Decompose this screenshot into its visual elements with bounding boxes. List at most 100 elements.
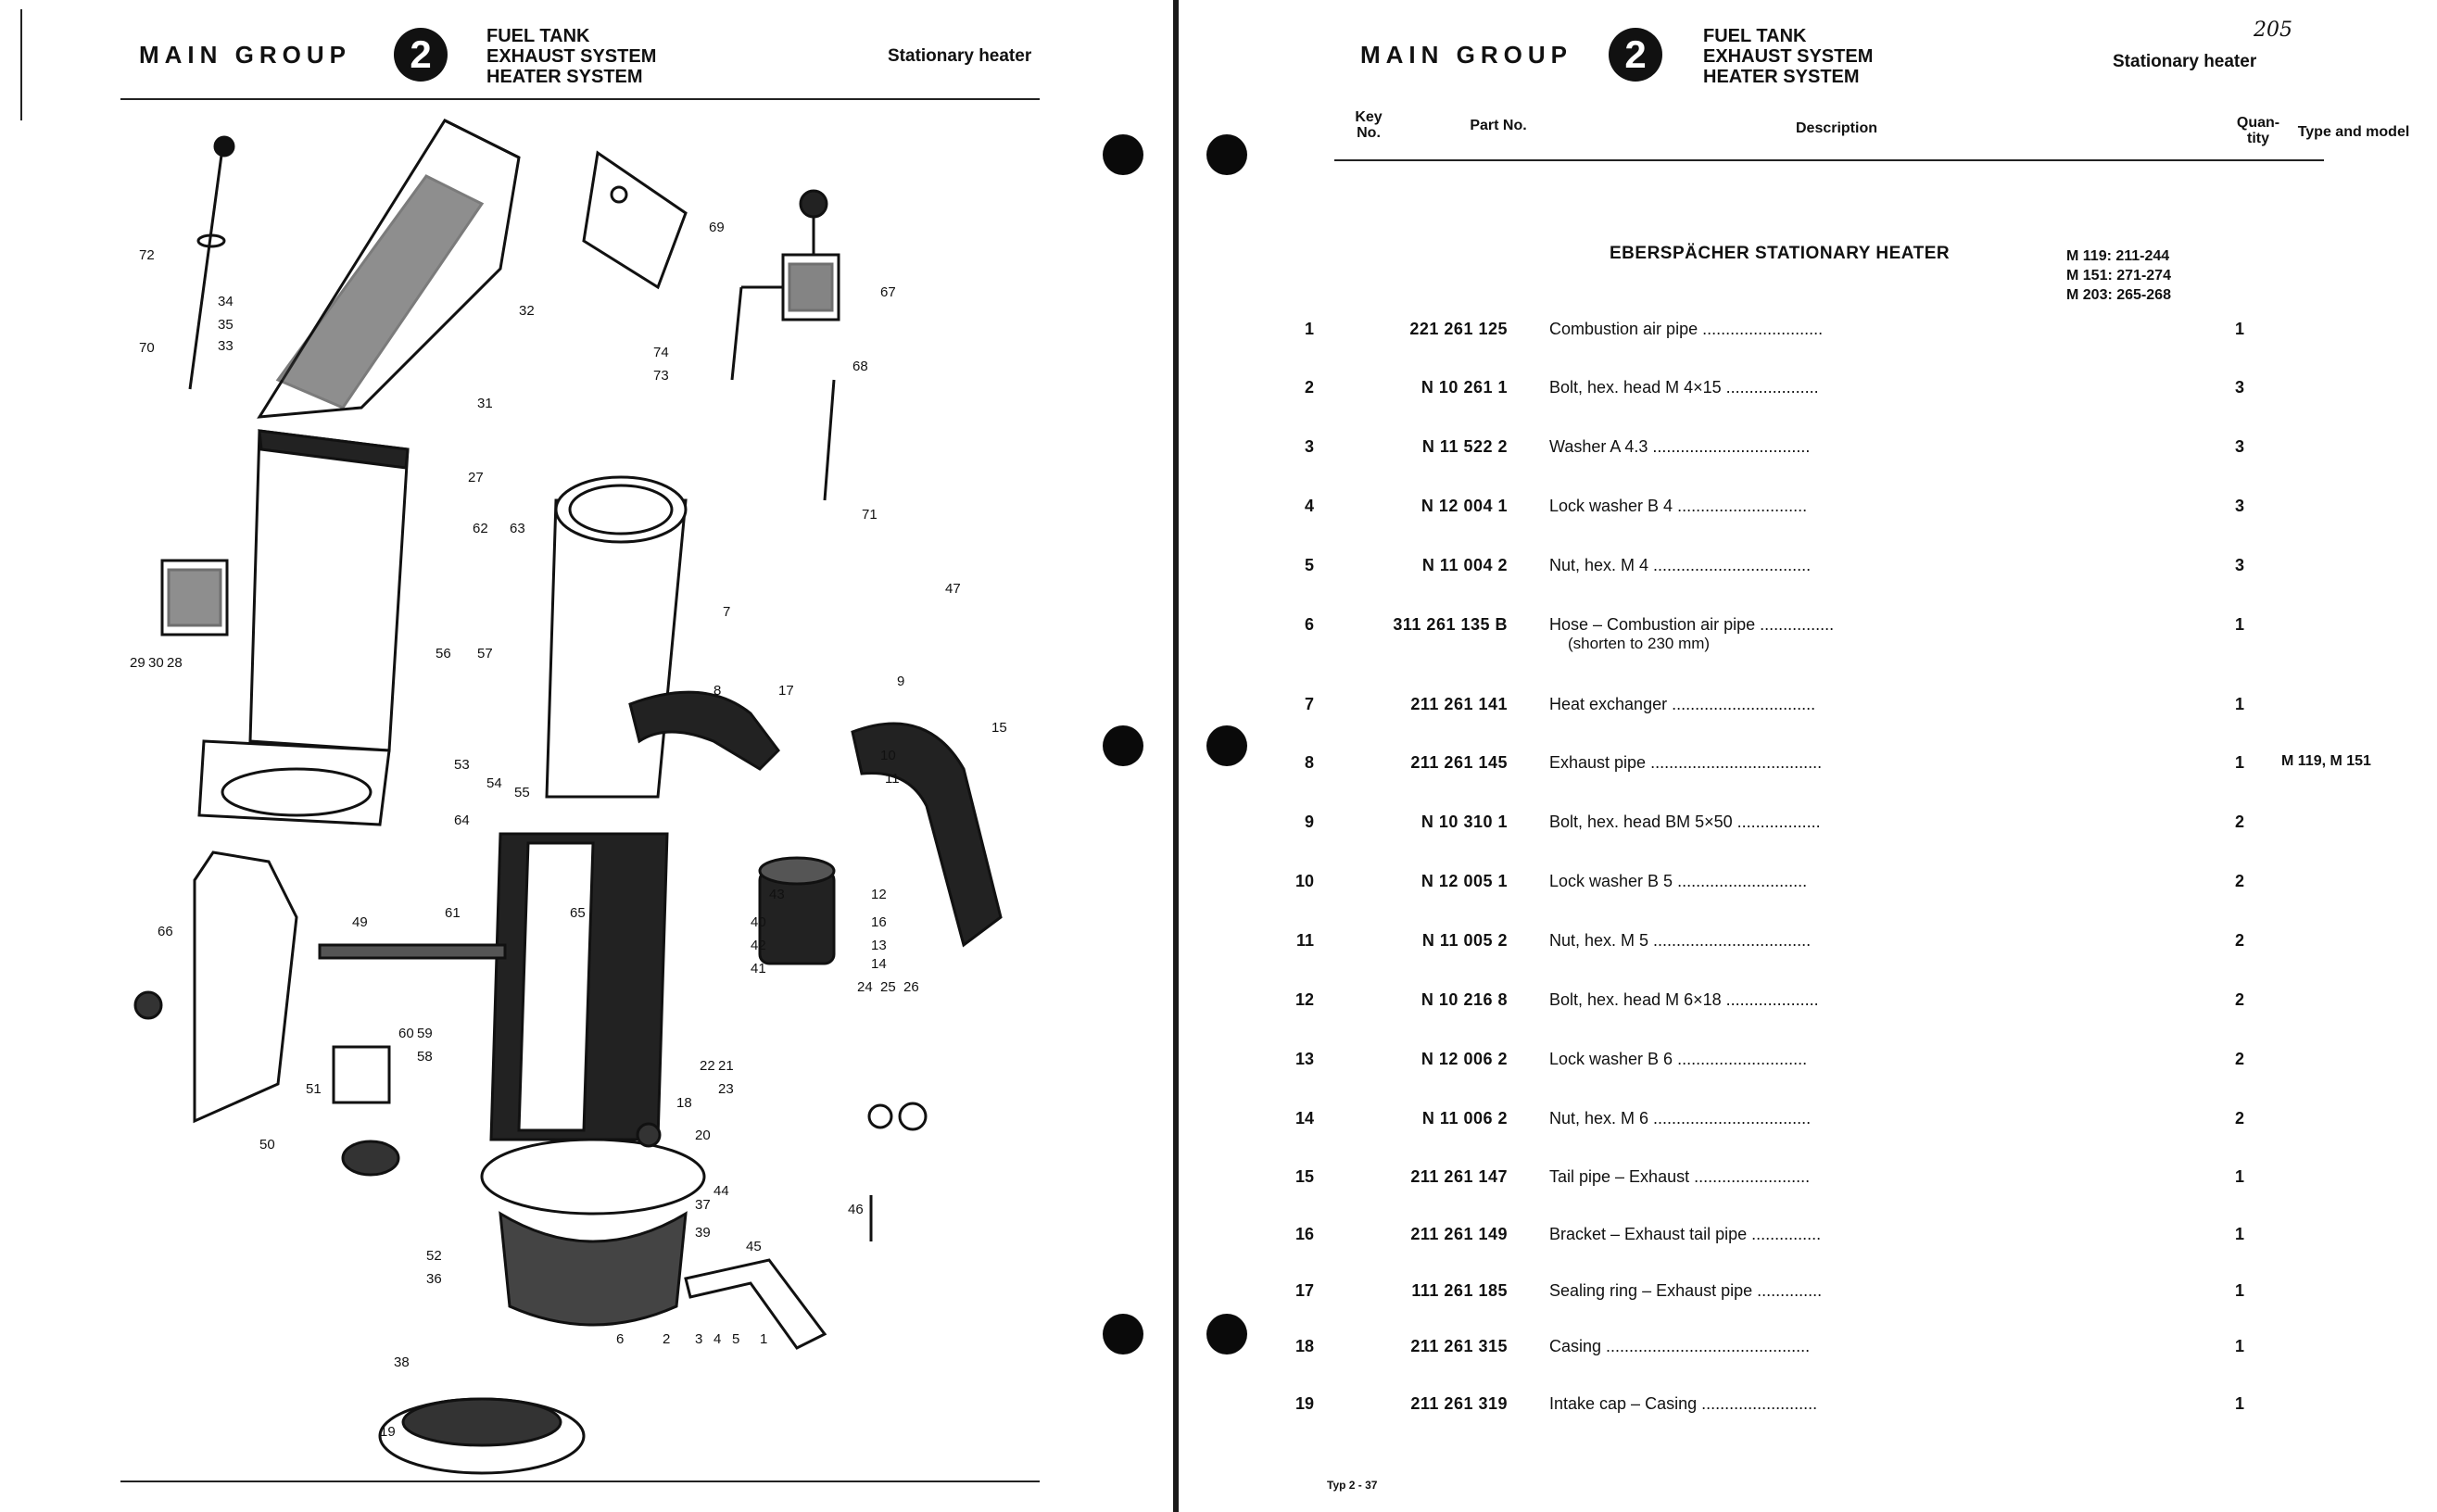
row-description-text: Lock washer B 4 ........................…: [1549, 497, 1808, 515]
row-description-text: Sealing ring – Exhaust pipe ............…: [1549, 1281, 1823, 1300]
table-row: 8 211 261 145 Exhaust pipe ...............…: [0, 753, 2371, 790]
row-quantity: 1: [2234, 1167, 2244, 1186]
callout-21: 21: [718, 1058, 734, 1074]
row-part-no: 211 261 319: [1410, 1394, 1508, 1413]
row-key-no: 6: [1304, 615, 1314, 634]
callout-63: 63: [510, 521, 525, 536]
row-description: Combustion air pipe ....................…: [1549, 320, 2216, 339]
callout-57: 57: [477, 646, 493, 662]
callout-67: 67: [880, 284, 896, 300]
row-key-no: 3: [1304, 437, 1314, 456]
callout-30: 30: [148, 655, 164, 671]
callout-36: 36: [426, 1271, 442, 1287]
callout-16: 16: [871, 914, 887, 930]
system-exhaust: EXHAUST SYSTEM: [486, 46, 657, 67]
row-description: Bracket – Exhaust tail pipe ............…: [1549, 1225, 2216, 1244]
row-part-no: 221 261 125: [1409, 320, 1508, 338]
callout-14: 14: [871, 956, 887, 972]
callout-26: 26: [903, 979, 919, 995]
systems-list: FUEL TANK EXHAUST SYSTEM HEATER SYSTEM: [1703, 26, 1873, 87]
callout-61: 61: [445, 905, 461, 921]
row-quantity: 3: [2234, 556, 2244, 574]
row-key-no: 10: [1294, 872, 1314, 890]
row-key-no: 12: [1294, 990, 1314, 1009]
row-part-no: 211 261 147: [1410, 1167, 1508, 1186]
row-description: Lock washer B 4 ........................…: [1549, 497, 2216, 516]
row-description: Nut, hex. M 5 ..........................…: [1549, 931, 2216, 951]
row-description-text: Bolt, hex. head M 4×15 .................…: [1549, 378, 1819, 397]
binder-hole: [1103, 1314, 1143, 1354]
row-quantity: 1: [2234, 1337, 2244, 1355]
callout-29: 29: [130, 655, 145, 671]
row-key-no: 19: [1294, 1394, 1314, 1413]
binder-hole: [1103, 725, 1143, 766]
row-quantity: 1: [2234, 320, 2244, 338]
callout-11: 11: [885, 771, 900, 787]
callout-44: 44: [713, 1183, 729, 1199]
row-part-no: N 11 522 2: [1421, 437, 1508, 456]
row-quantity: 1: [2234, 615, 2244, 634]
row-part-no: N 11 005 2: [1421, 931, 1508, 950]
row-quantity: 2: [2234, 872, 2244, 890]
callout-33: 33: [218, 338, 234, 354]
page-gutter: [1173, 0, 1179, 1512]
binder-hole: [1206, 1314, 1247, 1354]
section-title: EBERSPÄCHER STATIONARY HEATER: [1610, 244, 1951, 263]
callout-40: 40: [751, 914, 766, 930]
callout-32: 32: [519, 303, 535, 319]
row-description-text: Hose – Combustion air pipe .............…: [1549, 615, 1835, 634]
row-key-no: 1: [1304, 320, 1314, 338]
callout-3: 3: [695, 1331, 702, 1347]
callout-59: 59: [417, 1026, 433, 1041]
row-description-text: Bracket – Exhaust tail pipe ............…: [1549, 1225, 1822, 1243]
row-description: Nut, hex. M 6 ..........................…: [1549, 1109, 2216, 1128]
row-quantity: 2: [2234, 931, 2244, 950]
callout-41: 41: [751, 961, 766, 976]
row-description: Casing .................................…: [1549, 1337, 2216, 1356]
footer-rule-left: [120, 1480, 1040, 1482]
row-key-no: 14: [1294, 1109, 1314, 1128]
group-number-badge: 2: [1609, 28, 1662, 82]
row-description: Bolt, hex. head BM 5×50 ................…: [1549, 813, 2216, 832]
row-key-no: 13: [1294, 1050, 1314, 1068]
system-exhaust: EXHAUST SYSTEM: [1703, 46, 1874, 67]
row-key-no: 9: [1304, 813, 1314, 831]
callout-66: 66: [158, 924, 173, 939]
callout-27: 27: [468, 470, 484, 485]
row-description-text: Lock washer B 5 ........................…: [1549, 872, 1808, 890]
table-header-rule: [1334, 159, 2324, 161]
table-row: 1 221 261 125 Combustion air pipe ........…: [0, 320, 2352, 357]
callout-17: 17: [778, 683, 794, 699]
row-part-no: N 12 004 1: [1421, 497, 1508, 515]
row-key-no: 8: [1304, 753, 1314, 772]
row-key-no: 7: [1304, 695, 1314, 713]
callout-2: 2: [663, 1331, 670, 1347]
row-description: Bolt, hex. head M 4×15 .................…: [1549, 378, 2216, 397]
callout-52: 52: [426, 1248, 442, 1264]
callout-51: 51: [306, 1081, 322, 1097]
row-description: Hose – Combustion air pipe .............…: [1549, 615, 2216, 653]
system-fuel-tank: FUEL TANK: [1703, 26, 1807, 46]
callout-69: 69: [709, 220, 725, 235]
callout-71: 71: [862, 507, 878, 523]
row-quantity: 1: [2234, 1281, 2244, 1300]
callout-12: 12: [871, 887, 887, 902]
main-group-label: MAIN GROUP: [139, 41, 351, 69]
row-description-text: Washer A 4.3 ...........................…: [1549, 437, 1811, 456]
callout-8: 8: [713, 683, 721, 699]
footer-note: Typ 2 - 37: [1327, 1479, 1378, 1492]
callout-34: 34: [218, 294, 234, 309]
row-part-no: 211 261 145: [1410, 753, 1508, 772]
table-row: 3 N 11 522 2 Washer A 4.3 ................…: [0, 437, 2352, 474]
row-key-no: 17: [1294, 1281, 1314, 1300]
row-description-text: Exhaust pipe ...........................…: [1549, 753, 1823, 772]
system-heater: HEATER SYSTEM: [486, 67, 643, 87]
col-description: Description: [1795, 120, 1877, 136]
